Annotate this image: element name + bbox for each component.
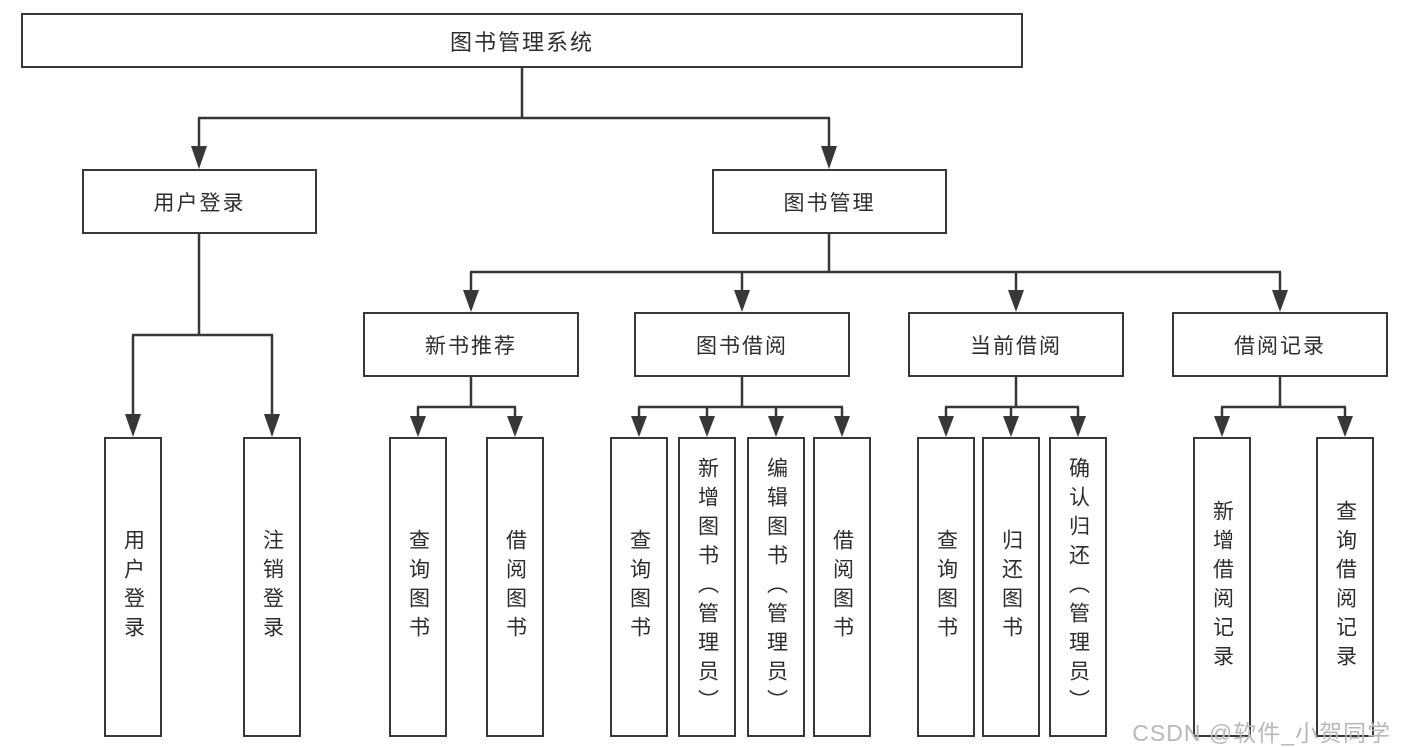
arrowhead <box>125 414 141 437</box>
node-label: 归还图书 <box>999 529 1023 645</box>
leaf-logout: 注销登录 <box>243 437 301 737</box>
node-label: 借阅记录 <box>1234 334 1326 358</box>
arrowhead <box>1214 416 1230 437</box>
node-book-management: 图书管理 <box>712 169 947 234</box>
arrowhead <box>264 414 280 437</box>
arrowhead <box>821 146 837 169</box>
arrowhead <box>834 416 850 437</box>
leaf-borrow-books-recommend: 借阅图书 <box>486 437 544 737</box>
arrowhead <box>768 416 784 437</box>
node-label: 用户登录 <box>121 529 145 645</box>
node-label: 新增图书（管理员） <box>695 456 719 718</box>
node-label: 借阅图书 <box>830 529 854 645</box>
node-new-book-recommend: 新书推荐 <box>363 312 579 377</box>
arrowhead <box>1070 416 1086 437</box>
leaf-borrow-books: 借阅图书 <box>813 437 871 737</box>
node-label: 用户登录 <box>153 191 246 215</box>
arrowhead <box>410 416 426 437</box>
node-label: 当前借阅 <box>970 334 1062 358</box>
leaf-query-borrow-record: 查询借阅记录 <box>1316 437 1374 737</box>
node-label: 新增借阅记录 <box>1210 500 1234 674</box>
leaf-edit-books-admin: 编辑图书（管理员） <box>747 437 805 737</box>
node-label: 新书推荐 <box>425 334 517 358</box>
leaf-add-books-admin: 新增图书（管理员） <box>678 437 736 737</box>
connector-user-login-children <box>125 234 280 437</box>
connector-current-borrow-children <box>938 377 1086 437</box>
csdn-watermark: CSDN @软件_小贺同学 <box>1132 720 1391 746</box>
arrowhead <box>631 416 647 437</box>
arrowhead <box>191 146 207 169</box>
arrowhead <box>699 416 715 437</box>
node-label: 图书管理系统 <box>449 29 594 55</box>
connector-book-borrow-children <box>631 377 850 437</box>
node-label: 查询图书 <box>627 529 651 645</box>
node-label: 确认归还（管理员） <box>1066 456 1090 718</box>
arrowhead <box>734 290 750 312</box>
node-label: 图书管理 <box>783 191 876 215</box>
leaf-add-borrow-record: 新增借阅记录 <box>1193 437 1251 737</box>
arrowhead <box>1008 290 1024 312</box>
arrowhead <box>1337 416 1353 437</box>
leaf-user-login: 用户登录 <box>104 437 162 737</box>
connector-borrow-record-children <box>1214 377 1353 437</box>
node-label: 图书借阅 <box>696 334 788 358</box>
connector-book-mgmt-to-level3 <box>463 234 1288 312</box>
connector-root-to-level2 <box>191 68 837 169</box>
arrowhead <box>1272 290 1288 312</box>
leaf-confirm-return-admin: 确认归还（管理员） <box>1049 437 1107 737</box>
node-label: 查询借阅记录 <box>1333 500 1357 674</box>
node-borrow-records: 借阅记录 <box>1172 312 1388 377</box>
node-book-borrow: 图书借阅 <box>634 312 850 377</box>
node-label: 借阅图书 <box>503 529 527 645</box>
arrowhead <box>463 290 479 312</box>
node-label: 查询图书 <box>934 529 958 645</box>
arrowhead <box>507 416 523 437</box>
node-user-login: 用户登录 <box>82 169 317 234</box>
arrowhead <box>938 416 954 437</box>
arrowhead <box>1003 416 1019 437</box>
leaf-return-books: 归还图书 <box>982 437 1040 737</box>
node-label: 注销登录 <box>260 529 284 645</box>
node-current-borrow: 当前借阅 <box>908 312 1124 377</box>
leaf-query-books-recommend: 查询图书 <box>389 437 447 737</box>
connector-new-book-children <box>410 377 523 437</box>
node-library-system: 图书管理系统 <box>21 13 1023 68</box>
node-label: 编辑图书（管理员） <box>764 456 788 718</box>
node-label: 查询图书 <box>406 529 430 645</box>
leaf-query-books-current: 查询图书 <box>917 437 975 737</box>
leaf-query-books-borrow: 查询图书 <box>610 437 668 737</box>
